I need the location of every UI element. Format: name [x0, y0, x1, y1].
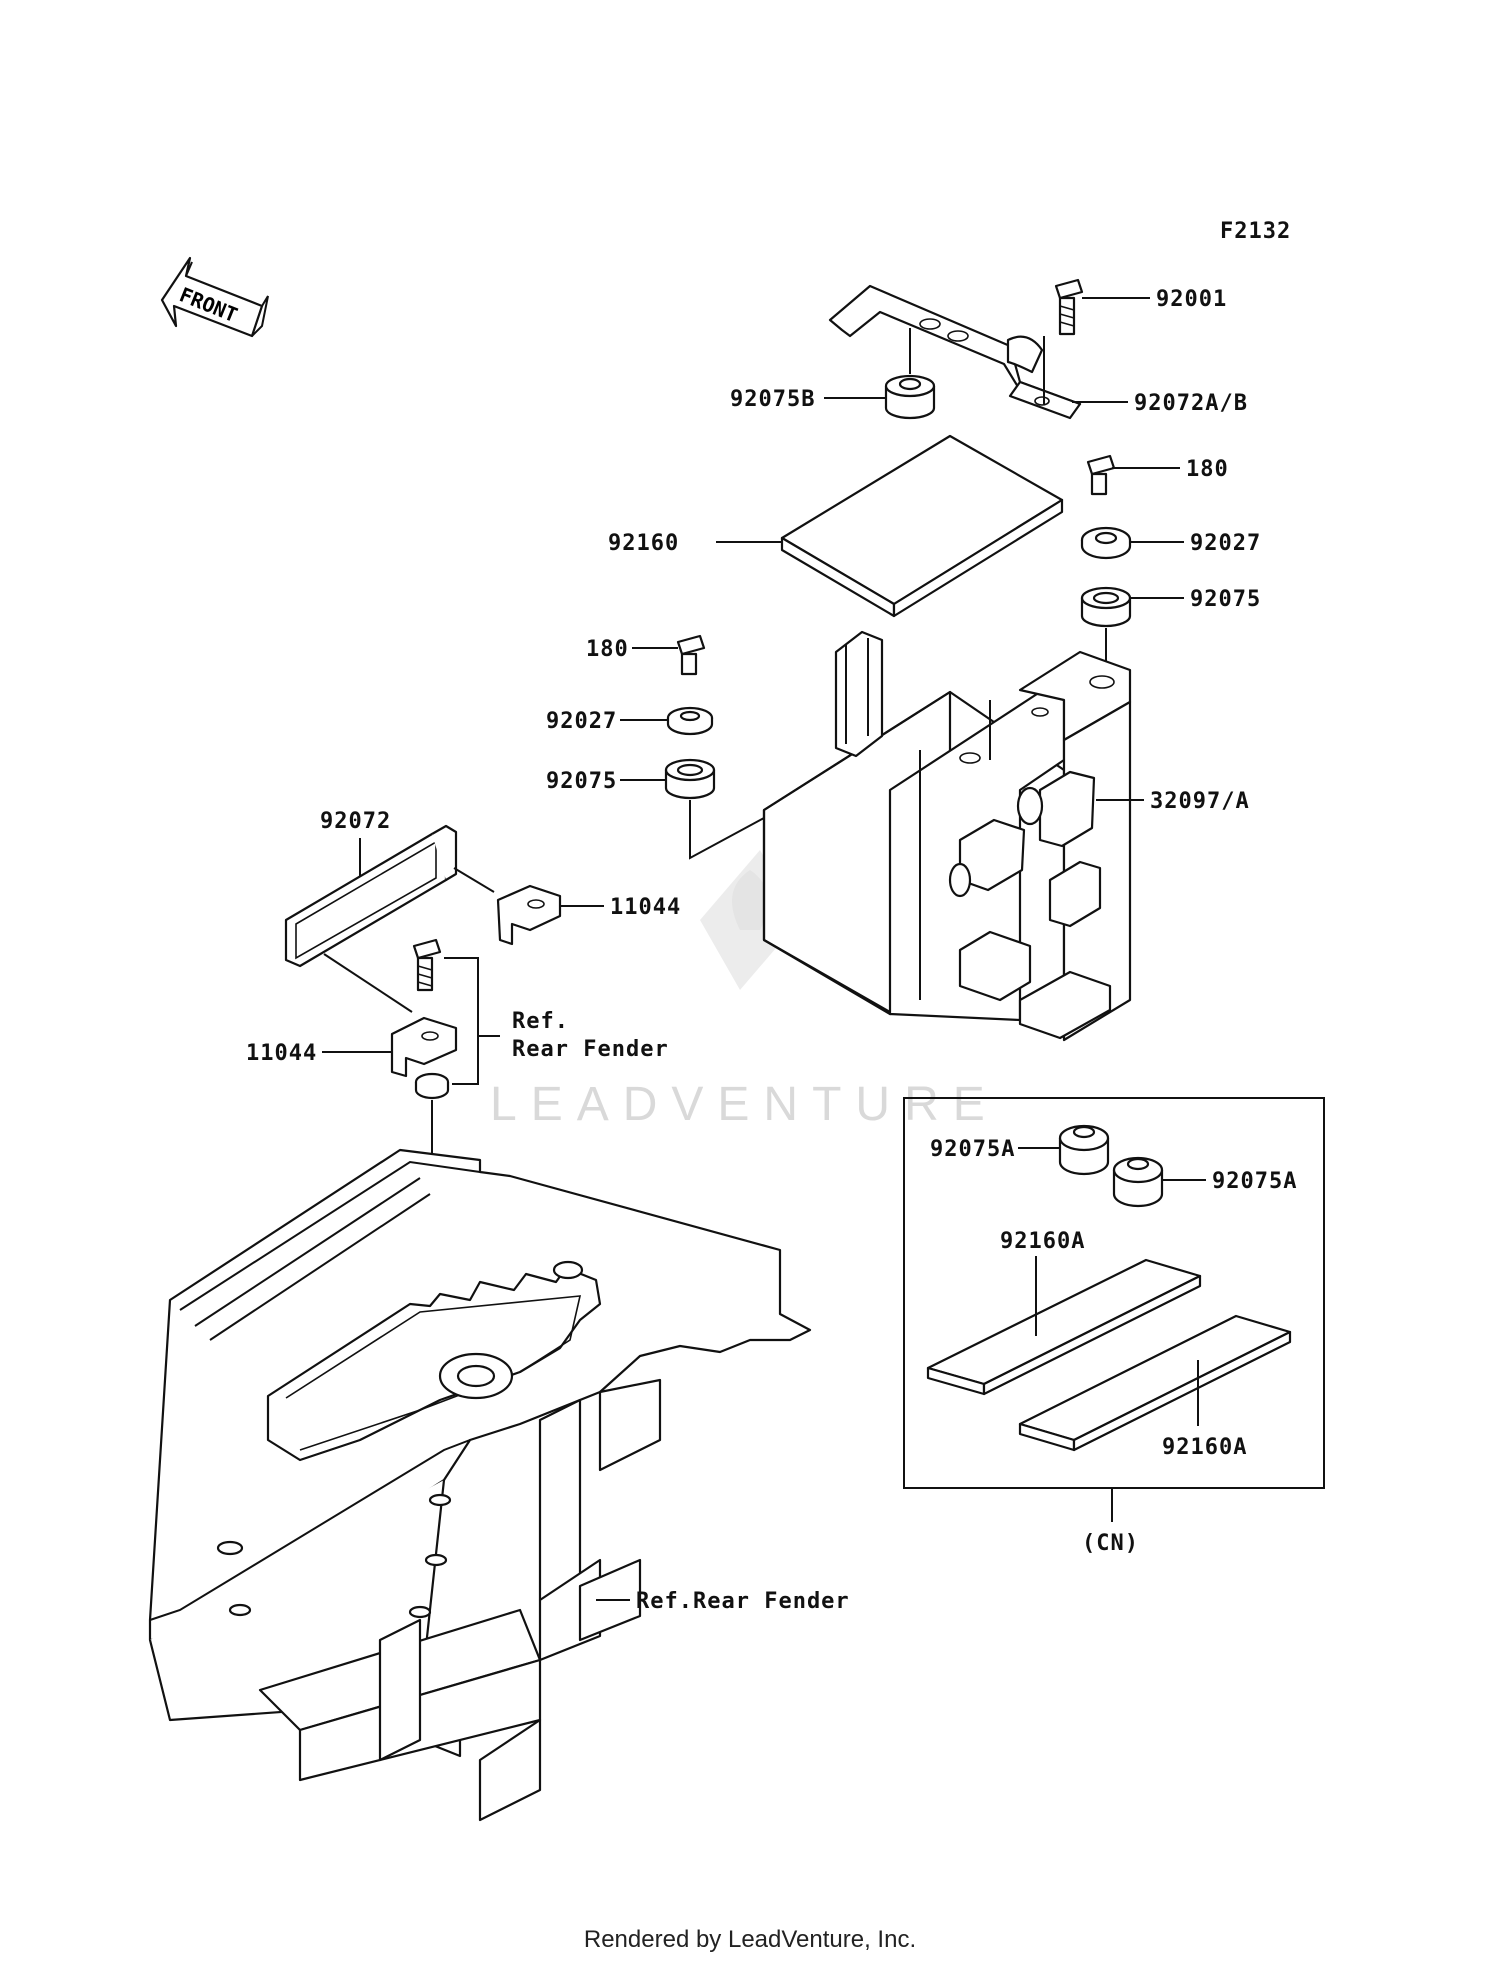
front-arrow-icon: FRONT — [160, 256, 269, 338]
label-ref-line2: Rear Fender — [512, 1037, 669, 1062]
strap-92072 — [284, 824, 458, 968]
label-92001: 92001 — [1156, 287, 1227, 312]
collar-92027-right — [1080, 526, 1132, 560]
label-ref-line1: Ref. — [512, 1009, 569, 1034]
label-180-right: 180 — [1186, 457, 1229, 482]
ref-bracket-line — [444, 957, 479, 1085]
label-92160a-bottom: 92160A — [1162, 1435, 1247, 1460]
label-92160: 92160 — [608, 531, 679, 556]
label-92075a-left: 92075A — [930, 1137, 1015, 1162]
collar-92027-left — [666, 706, 714, 736]
label-32097a: 32097/A — [1150, 789, 1250, 814]
label-92027-left: 92027 — [546, 709, 617, 734]
bolt-ref-fender — [412, 938, 442, 992]
label-92075b: 92075B — [730, 387, 815, 412]
kit-box — [903, 1097, 1325, 1489]
watermark-text: LEADVENTURE — [490, 1078, 999, 1131]
label-92160a-top: 92160A — [1000, 1229, 1085, 1254]
footer-credit: Rendered by LeadVenture, Inc. — [583, 1926, 917, 1953]
label-ref-rear-fender: Ref.Rear Fender — [636, 1589, 850, 1614]
figure-code: F2132 — [1220, 219, 1291, 244]
label-92072: 92072 — [320, 809, 391, 834]
battery-case-32097a — [762, 630, 1132, 1042]
pad-92160a-bottom — [1018, 1314, 1292, 1452]
leader-strap-to-clip — [453, 867, 495, 893]
pad-92160a-top — [926, 1258, 1202, 1396]
bolt-180-left — [676, 634, 706, 676]
damper-92075a-left — [1058, 1124, 1110, 1176]
label-11044-top: 11044 — [610, 895, 681, 920]
label-92075-left: 92075 — [546, 769, 617, 794]
damper-92075a-right — [1112, 1156, 1164, 1208]
clip-11044-bottom — [390, 1016, 458, 1078]
label-92027-right: 92027 — [1190, 531, 1261, 556]
grommet-92075-right — [1080, 586, 1132, 628]
grommet-92075-left — [664, 758, 716, 800]
leader-strap-to-lower-clip — [323, 953, 413, 1013]
label-92072ab: 92072A/B — [1134, 391, 1248, 416]
bolt-92001 — [1054, 278, 1084, 336]
label-180-left: 180 — [586, 637, 629, 662]
label-11044-bottom: 11044 — [246, 1041, 317, 1066]
pad-92160 — [780, 434, 1064, 618]
label-cn: (CN) — [1082, 1531, 1139, 1556]
damper-92075b — [884, 374, 936, 420]
leader-92075-left-drop — [689, 800, 765, 860]
label-92075a-right: 92075A — [1212, 1169, 1297, 1194]
clip-11044-top — [496, 884, 562, 946]
nut-ref-fender — [414, 1072, 450, 1100]
label-92075-right: 92075 — [1190, 587, 1261, 612]
rear-fender — [148, 1148, 812, 1822]
bolt-180-right — [1086, 454, 1116, 496]
